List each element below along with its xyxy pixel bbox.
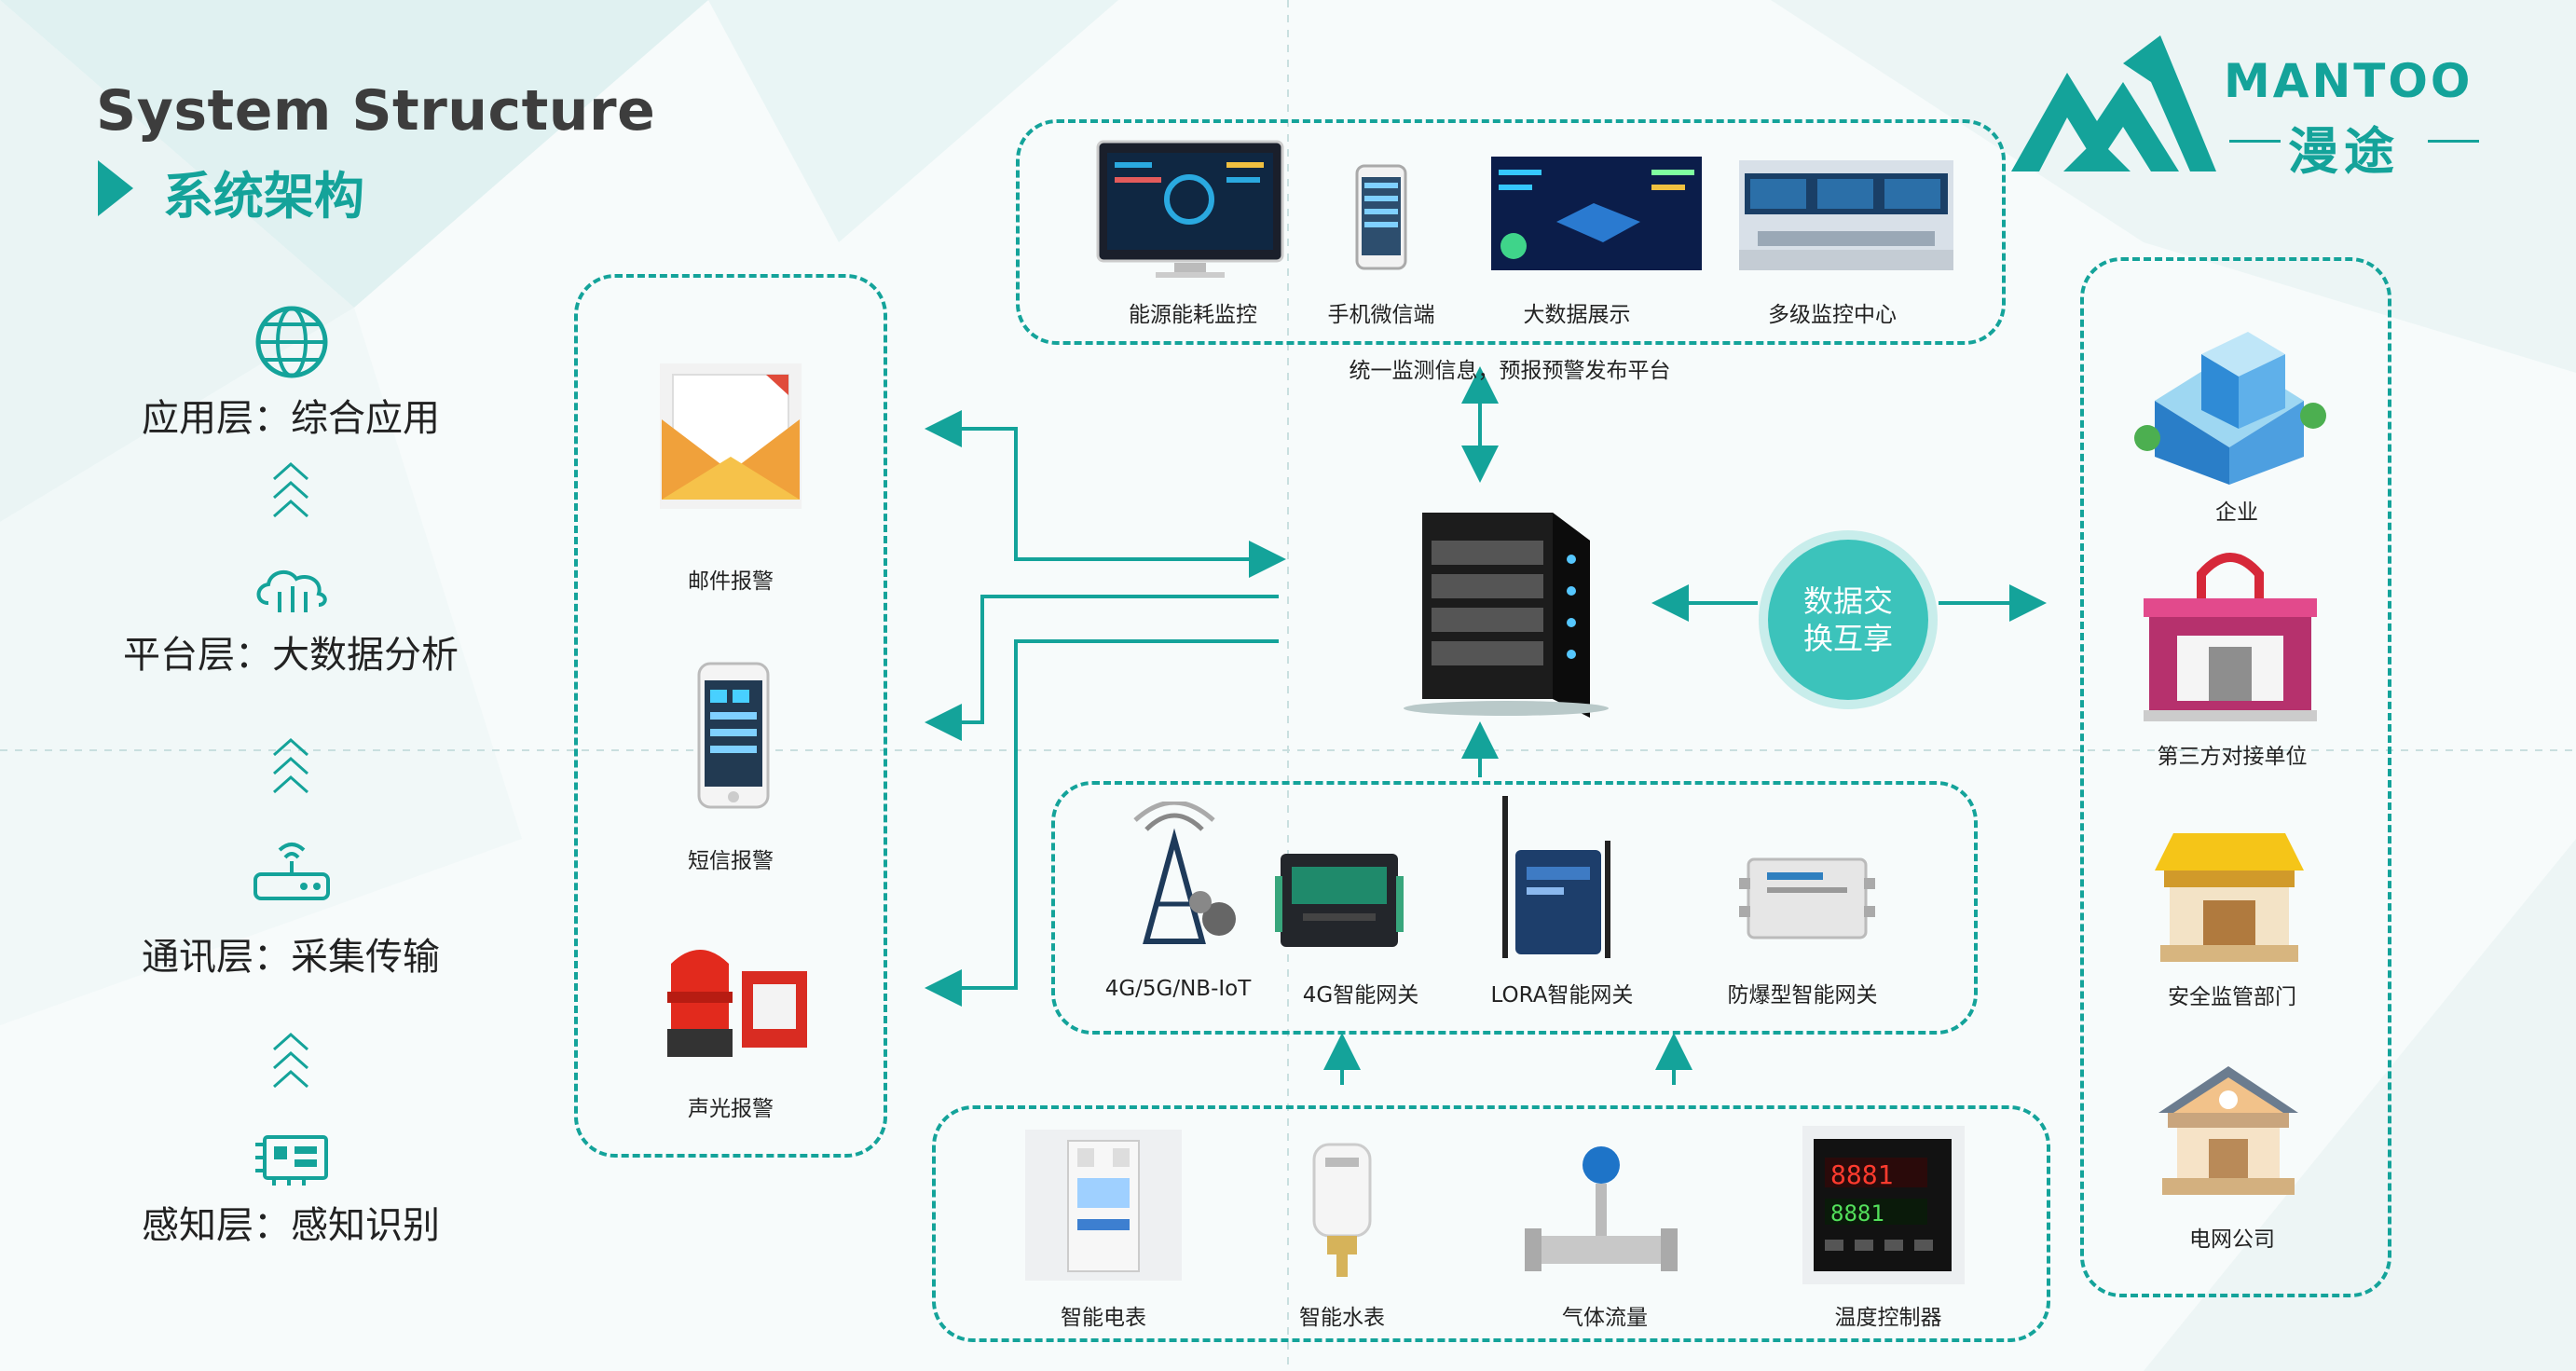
gateway-label-explosion-proof: 防爆型智能网关 bbox=[1727, 983, 1878, 1008]
enterprise-building-icon bbox=[2134, 332, 2326, 485]
mantoo-logo-icon bbox=[2011, 35, 2216, 171]
power-grid-company-icon bbox=[2158, 1066, 2298, 1195]
sensor-label-electric-meter: 智能电表 bbox=[1061, 1306, 1146, 1330]
alarm-group bbox=[574, 274, 887, 1158]
sound-light-alarm-icon bbox=[667, 950, 807, 1057]
4g-gateway-icon bbox=[1275, 854, 1404, 947]
explosion-proof-gateway-icon bbox=[1739, 857, 1875, 939]
svg-text:8881: 8881 bbox=[1830, 1159, 1893, 1190]
party-label-third-party: 第三方对接单位 bbox=[2157, 745, 2308, 769]
gas-flow-meter-icon bbox=[1525, 1146, 1678, 1271]
data-exchange-bubble: 数据交换互享 bbox=[1768, 540, 1928, 700]
bigdata-screen-icon bbox=[1491, 157, 1702, 270]
third-party-shop-icon bbox=[2144, 553, 2317, 721]
alarm-label-sms: 短信报警 bbox=[688, 849, 774, 873]
brand-divider-right bbox=[2428, 140, 2479, 143]
layer-platform: 平台层：大数据分析 bbox=[123, 634, 459, 677]
layer-communication: 通讯层：采集传输 bbox=[142, 936, 440, 979]
app-label-bigdata: 大数据展示 bbox=[1523, 303, 1631, 327]
router-icon bbox=[253, 843, 330, 900]
safety-supervision-icon bbox=[2155, 833, 2304, 962]
cell-tower-icon bbox=[1133, 802, 1236, 944]
smartphone-icon bbox=[1355, 164, 1407, 270]
gateway-group bbox=[1051, 781, 1978, 1035]
control-center-icon bbox=[1739, 160, 1953, 270]
alarm-label-sound-light: 声光报警 bbox=[688, 1097, 774, 1121]
brand-divider-left bbox=[2229, 140, 2281, 143]
cloud-network-icon bbox=[256, 569, 327, 612]
party-label-enterprise: 企业 bbox=[2215, 500, 2258, 525]
circuit-board-icon bbox=[255, 1135, 328, 1186]
app-label-energy: 能源能耗监控 bbox=[1129, 303, 1257, 327]
app-label-mobile: 手机微信端 bbox=[1327, 303, 1435, 327]
temperature-controller-icon: 8881 8881 bbox=[1802, 1126, 1965, 1284]
globe-icon bbox=[255, 306, 328, 378]
sensor-label-water-meter: 智能水表 bbox=[1299, 1306, 1385, 1330]
smart-electric-meter-icon bbox=[1025, 1130, 1182, 1281]
party-label-power-grid: 电网公司 bbox=[2189, 1227, 2275, 1252]
sms-alarm-phone-icon bbox=[697, 662, 770, 809]
gateway-label-lora: LORA智能网关 bbox=[1490, 983, 1634, 1008]
chevron-up-icon bbox=[273, 1032, 308, 1089]
chevron-up-icon bbox=[273, 461, 308, 518]
svg-text:8881: 8881 bbox=[1830, 1200, 1884, 1227]
monitor-dashboard-icon bbox=[1096, 140, 1284, 278]
layer-application: 应用层：综合应用 bbox=[142, 397, 440, 440]
server-icon bbox=[1404, 513, 1609, 718]
title-triangle-icon bbox=[98, 160, 133, 216]
application-group bbox=[1016, 119, 2006, 345]
smart-water-meter-icon bbox=[1312, 1143, 1372, 1277]
lora-gateway-icon bbox=[1502, 796, 1610, 958]
party-label-safety-dept: 安全监管部门 bbox=[2168, 985, 2296, 1009]
chevron-up-icon bbox=[273, 737, 308, 794]
platform-caption: 统一监测信息，预报预警发布平台 bbox=[1349, 359, 1671, 383]
sensor-label-temperature-controller: 温度控制器 bbox=[1834, 1306, 1942, 1330]
mail-alarm-icon bbox=[660, 363, 802, 509]
title-chinese: 系统架构 bbox=[163, 167, 364, 226]
brand-name-zh: 漫途 bbox=[2288, 122, 2400, 181]
data-exchange-label: 数据交换互享 bbox=[1802, 583, 1893, 656]
alarm-label-email: 邮件报警 bbox=[688, 569, 774, 594]
gateway-label-network: 4G/5G/NB-IoT bbox=[1104, 977, 1252, 1001]
sensor-label-gas-flow: 气体流量 bbox=[1562, 1306, 1648, 1330]
app-label-control-center: 多级监控中心 bbox=[1768, 303, 1897, 327]
sensor-group bbox=[932, 1105, 2050, 1342]
gateway-label-4g: 4G智能网关 bbox=[1302, 983, 1419, 1008]
layer-perception: 感知层：感知识别 bbox=[142, 1204, 440, 1247]
title-english: System Structure bbox=[96, 78, 656, 144]
party-group bbox=[2080, 257, 2391, 1297]
brand-name-en: MANTOO bbox=[2224, 54, 2473, 108]
